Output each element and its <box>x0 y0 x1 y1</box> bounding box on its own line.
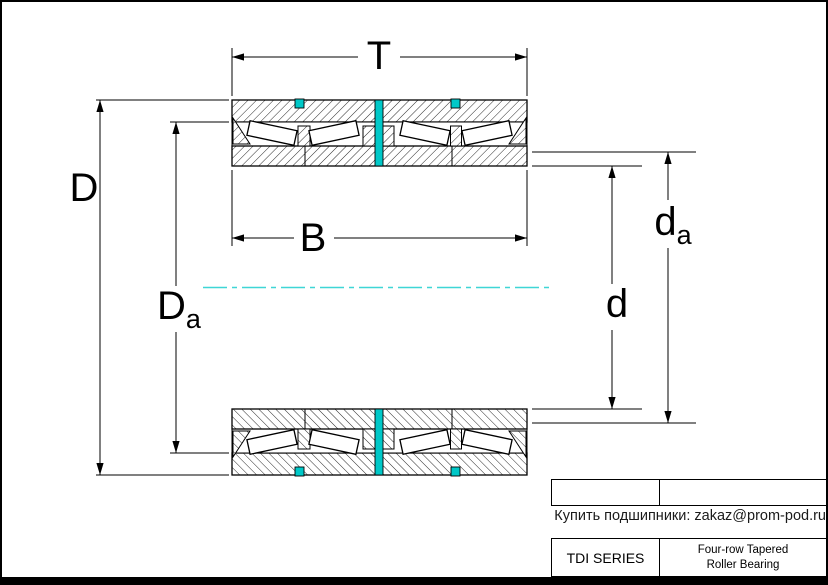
dimension-B: B <box>231 170 528 260</box>
product-name-line1: Four-row Tapered <box>697 543 789 556</box>
dimension-label-D: D <box>70 166 99 210</box>
dimension-Da: Da <box>157 121 229 454</box>
product-name-line2: Roller Bearing <box>706 558 780 571</box>
cone-rib-mid-left <box>297 125 311 147</box>
dimension-da: da <box>532 151 696 424</box>
title-block-upper-cell-1 <box>552 480 660 505</box>
purchase-contact-note: Купить подшипники: zakaz@prom-pod.ru <box>554 508 826 524</box>
tapered-roller-3 <box>399 119 451 147</box>
cone-rib-right <box>508 116 527 145</box>
dimension-label-T: T <box>367 34 391 78</box>
title-block-main-row: TDI SERIES Four-row Tapered Roller Beari… <box>551 538 827 577</box>
bottom-black-bar <box>0 577 828 585</box>
dimension-label-Da-sub: a <box>186 304 202 334</box>
lubrication-hole-left <box>294 98 305 109</box>
dimension-label-da-sub: a <box>677 220 693 250</box>
dimension-D: D <box>70 99 229 476</box>
dimension-label-d: d <box>606 282 628 326</box>
cone-rib-center-left <box>362 125 376 147</box>
dimension-d: d <box>532 165 642 410</box>
dimension-label-da: da <box>654 200 692 250</box>
center-spacer <box>374 99 384 167</box>
dimension-label-B: B <box>300 216 327 260</box>
title-block-upper-cell-2 <box>660 480 826 505</box>
tapered-roller-4 <box>461 119 513 147</box>
bearing-half-section-top <box>231 98 528 167</box>
cone-rib-left <box>232 116 251 145</box>
title-block-upper-row <box>551 479 827 506</box>
series-name: TDI SERIES <box>552 539 660 576</box>
tapered-roller-1 <box>246 119 298 147</box>
dimension-label-Da-main: D <box>157 284 186 328</box>
dimension-T: T <box>231 34 528 96</box>
tapered-roller-2 <box>308 119 360 147</box>
cone-rib-mid-right <box>450 125 462 147</box>
product-name: Four-row Tapered Roller Bearing <box>660 539 826 576</box>
cone-rib-center-right <box>381 125 395 147</box>
dimension-label-da-main: d <box>654 200 676 244</box>
dimension-label-Da: Da <box>157 284 202 334</box>
lubrication-hole-right <box>450 98 461 109</box>
bearing-half-section-bottom <box>231 408 528 477</box>
